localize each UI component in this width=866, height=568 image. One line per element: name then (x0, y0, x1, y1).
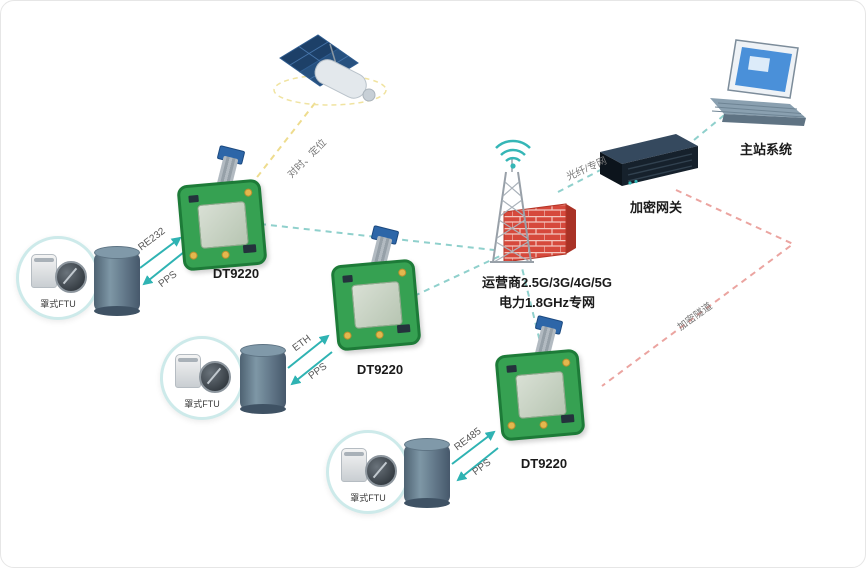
ftu-sensor-icon (341, 448, 367, 482)
tower-leg-left (492, 171, 507, 263)
gateway-left (600, 152, 622, 186)
satellite-link-line (246, 102, 316, 191)
pad-icon (397, 268, 407, 277)
ftu-circle-3: 罩式FTU (326, 430, 410, 514)
terminal2-tower-link (413, 255, 501, 297)
terminal2-pps-arrow (290, 351, 333, 386)
enclosure-icon-1 (94, 246, 140, 316)
satellite-icon (273, 34, 387, 106)
pad-icon (539, 420, 548, 430)
ftu-gauge-icon (365, 455, 397, 487)
chip-icon (242, 244, 257, 254)
laptop-base-front (722, 114, 806, 126)
rf-shield-icon (197, 200, 249, 249)
terminal3-bus-arrow (451, 430, 496, 465)
pad-icon (189, 251, 198, 260)
ftu-sensor-icon (175, 354, 201, 388)
pad-icon (221, 250, 230, 260)
gateway-slots (627, 153, 693, 182)
dt9220-board-2 (330, 225, 422, 352)
terminal2-bus-arrow (287, 334, 330, 369)
ftu-gauge-icon (55, 261, 87, 293)
pcb-icon (494, 348, 586, 442)
ftu-circle-1: 罩式FTU (16, 236, 100, 320)
laptop-window (748, 56, 770, 72)
pad-icon (375, 330, 384, 340)
encrypted-tunnel-line (601, 189, 795, 387)
wifi-icon (495, 139, 531, 169)
gateway-front (622, 146, 698, 186)
firewall-side (566, 204, 576, 254)
board-label-3: DT9220 (520, 456, 568, 471)
carrier-label-line2: 电力1.8GHz专网 (498, 295, 596, 310)
rf-shield-icon (515, 370, 567, 419)
pad-icon (561, 358, 571, 367)
terminal1-pps-arrow (142, 251, 185, 286)
tower-bracing (493, 181, 531, 263)
gateway-icon (600, 134, 698, 186)
rf-shield-icon (351, 280, 403, 329)
panel-grid (289, 41, 349, 80)
tower-icon (490, 158, 534, 263)
laptop-icon (710, 39, 806, 126)
laptop-base (710, 98, 806, 118)
dt9220-board-3 (494, 315, 586, 442)
firewall-front (503, 203, 567, 263)
ftu-circle-2: 罩式FTU (160, 336, 244, 420)
gateway-label: 加密网关 (629, 200, 682, 215)
laptop-keys (711, 102, 805, 118)
terminal1-bus-arrow (139, 236, 182, 269)
ftu-sensor-icon (31, 254, 57, 288)
chip-icon (396, 324, 411, 334)
dt9220-board-1 (176, 145, 268, 272)
pad-icon (243, 188, 253, 197)
chip-icon (506, 364, 517, 373)
ftu-label: 罩式FTU (184, 399, 220, 409)
tower-leg-right (517, 171, 532, 263)
enclosure-icon-3 (404, 438, 450, 508)
satellite-nozzle (362, 88, 376, 102)
master-label: 主站系统 (739, 142, 792, 157)
ftu-gauge-icon (199, 361, 231, 393)
satellite-antenna (329, 43, 337, 65)
carrier-label-line1: 运营商2.5G/3G/4G/5G (481, 275, 613, 290)
pad-icon (343, 331, 352, 340)
ftu-label: 罩式FTU (350, 493, 386, 503)
enclosure-icon-2 (240, 344, 286, 414)
chip-icon (342, 274, 353, 283)
board-label-2: DT9220 (356, 362, 404, 377)
pcb-icon (330, 258, 422, 352)
gateway-master-link (693, 111, 729, 141)
pcb-icon (176, 178, 268, 272)
gateway-top (600, 134, 698, 164)
board-label-1: DT9220 (212, 266, 260, 281)
chip-icon (560, 414, 575, 424)
ftu-label: 罩式FTU (40, 299, 76, 309)
pad-icon (507, 421, 516, 430)
chip-icon (188, 194, 199, 203)
terminal3-pps-arrow (456, 447, 499, 482)
